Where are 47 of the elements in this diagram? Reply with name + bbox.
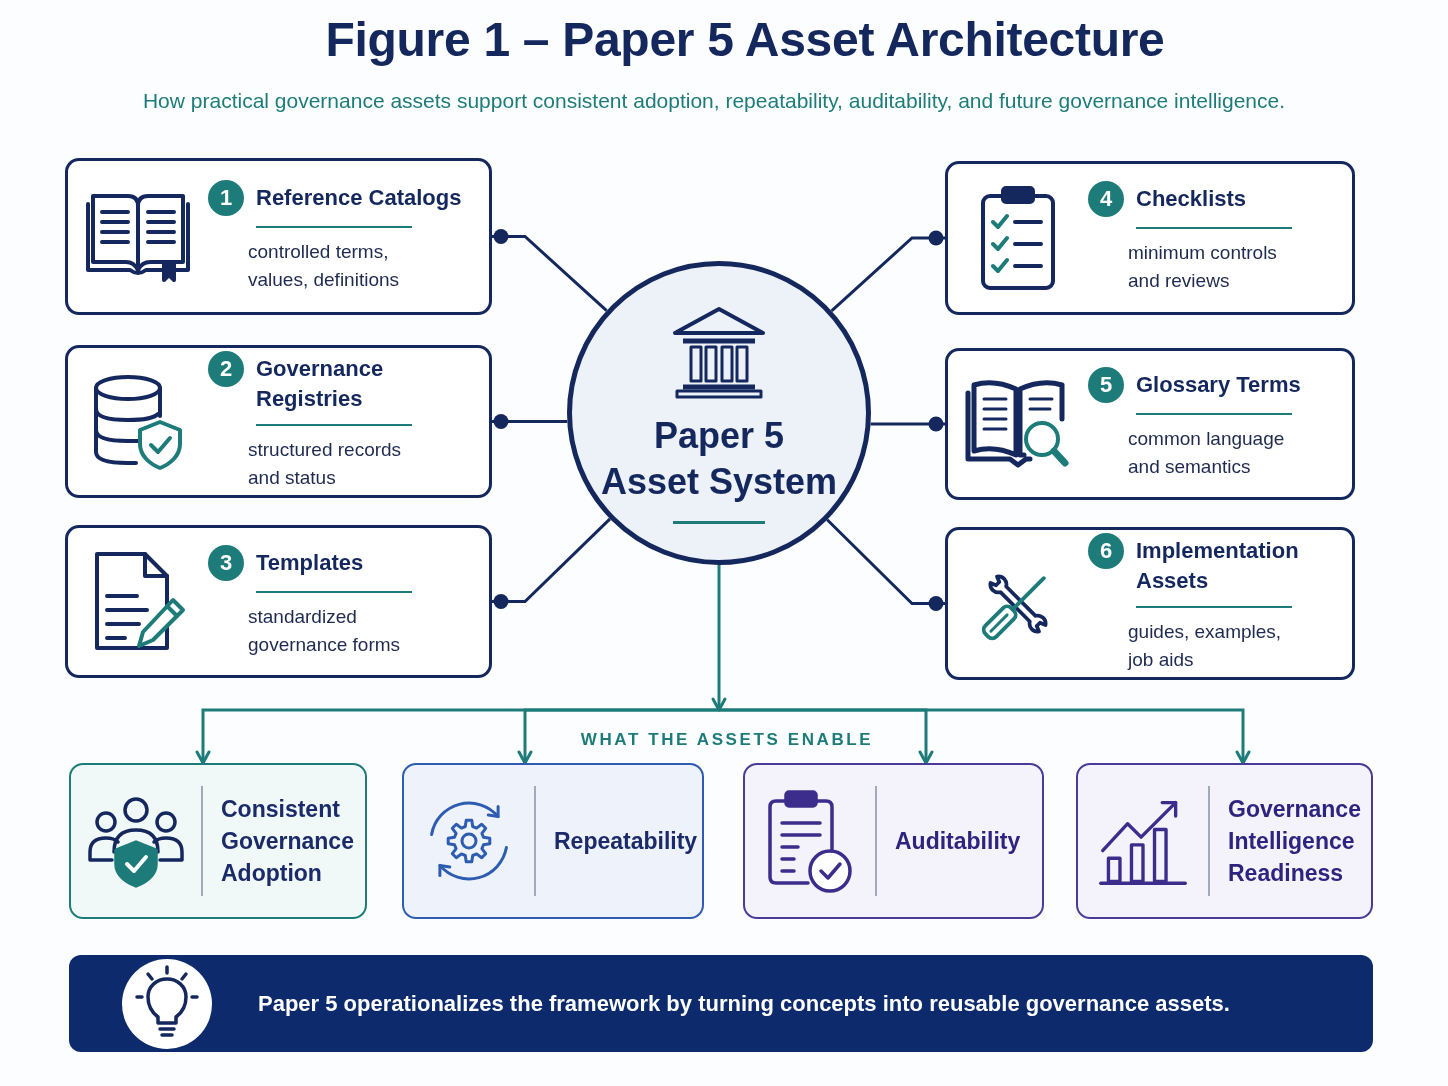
- arrow: [719, 708, 1251, 765]
- connector-line: [492, 517, 612, 609]
- card-title: Governance Registries: [256, 355, 385, 413]
- summary-banner: [69, 955, 1373, 1052]
- card-title: Checklists: [1136, 185, 1247, 213]
- connector-line: [870, 416, 945, 432]
- outcome-title: Consistent Governance Adoption: [221, 795, 355, 888]
- card-description: controlled terms, values, definitions: [248, 239, 401, 292]
- card-title: Templates: [256, 548, 364, 577]
- number-badge: 2: [208, 351, 244, 387]
- connector-line: [492, 414, 568, 429]
- connector-line: [492, 229, 608, 312]
- asset-card: [65, 525, 492, 678]
- number-badge: 3: [208, 544, 244, 581]
- arrow: [517, 708, 719, 765]
- card-description: common language and semantics: [1128, 427, 1286, 479]
- outcome-title: Repeatability: [554, 827, 698, 856]
- subtitle: How practical governance assets support consistent adoption, repeatability, auditability, and future governance intelligence.: [142, 88, 1286, 114]
- card-title: Reference Catalogs: [256, 183, 462, 212]
- asset-card: [945, 348, 1355, 500]
- asset-card: [945, 527, 1355, 680]
- hub-title: Paper 5 Asset System: [599, 413, 839, 504]
- outcome-card: [743, 763, 1044, 919]
- number-badge: 1: [208, 179, 244, 216]
- card-description: structured records and status: [248, 438, 403, 490]
- number-badge: 4: [1088, 181, 1124, 217]
- number-badge: 5: [1088, 367, 1124, 403]
- asset-card: [65, 158, 492, 315]
- outcome-card: [1076, 763, 1373, 919]
- figure-title: Figure 1 – Paper 5 Asset Architecture: [325, 12, 1165, 68]
- section-label: WHAT THE ASSETS ENABLE: [580, 729, 874, 751]
- card-description: minimum controls and reviews: [1128, 241, 1278, 293]
- outcome-title: Auditability: [895, 827, 1021, 856]
- card-description: standardized governance forms: [248, 604, 402, 657]
- connector-line: [826, 518, 945, 611]
- connector-line: [830, 230, 945, 312]
- asset-card: [945, 161, 1355, 315]
- arrow: [711, 565, 727, 712]
- number-badge: 6: [1088, 533, 1124, 569]
- card-title: Implementation Assets: [1136, 537, 1300, 595]
- card-description: guides, examples, job aids: [1128, 620, 1283, 672]
- card-title: Glossary Terms: [1136, 371, 1301, 399]
- summary-text: Paper 5 operationalizes the framework by turning concepts into reusable governance assets.: [258, 989, 1230, 1018]
- outcome-title: Governance Intelligence Readiness: [1228, 795, 1362, 888]
- asset-card: [65, 345, 492, 498]
- outcome-card: [402, 763, 704, 919]
- outcome-card: [69, 763, 367, 919]
